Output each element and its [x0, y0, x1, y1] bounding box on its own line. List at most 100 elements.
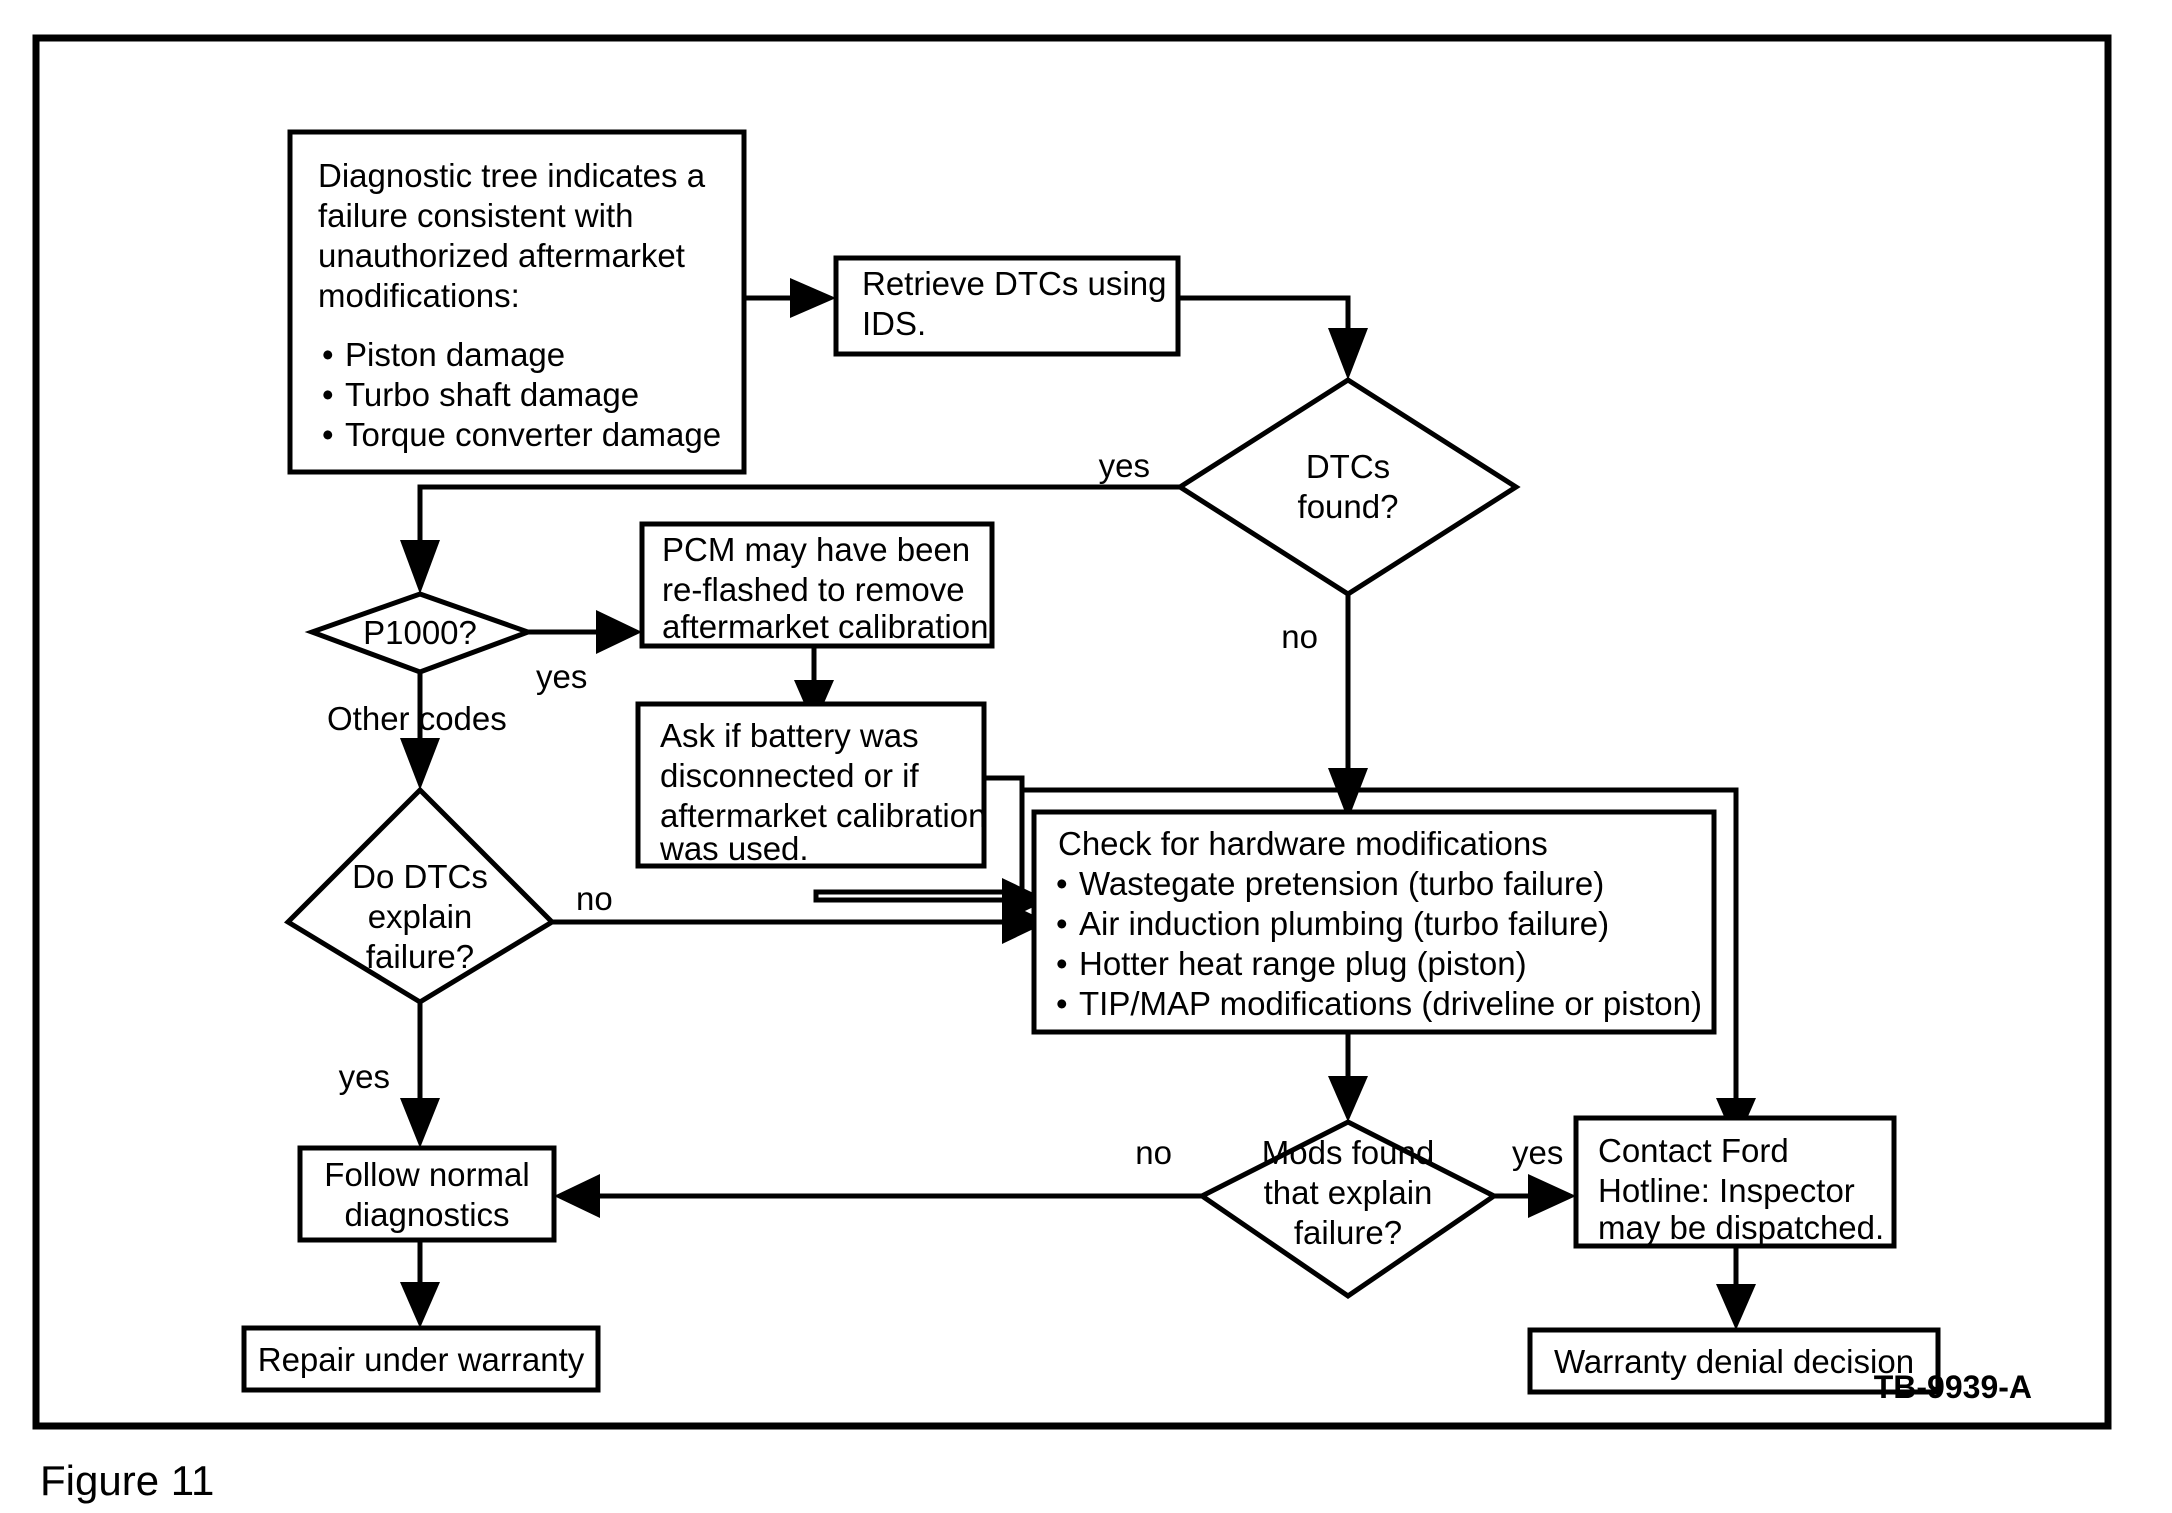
- node-repair-warranty-line-0: Repair under warranty: [258, 1341, 585, 1378]
- edge-bracket-to-contactford: [1022, 787, 1739, 1098]
- node-ask-battery[interactable]: Ask if battery was disconnected or if af…: [635, 701, 987, 869]
- node-mods-found-diamond[interactable]: [1197, 1119, 1499, 1300]
- arrowhead-dtcsfound-no-to-check: [1328, 768, 1368, 820]
- edge-retrieve-to-dtcsfound: [1178, 295, 1351, 328]
- arrowhead-start-to-retrieve: [790, 278, 836, 318]
- node-contact-ford-line-2: may be dispatched.: [1598, 1209, 1884, 1246]
- node-contact-ford-line-1: Hotline: Inspector: [1598, 1172, 1855, 1209]
- node-pcm-reflashed-line-0: PCM may have been: [662, 531, 970, 568]
- node-check-hardware-bullet-0: Wastegate pretension (turbo failure): [1079, 865, 1604, 902]
- node-check-hardware-bullet-3: TIP/MAP modifications (driveline or pist…: [1079, 985, 1702, 1022]
- node-pcm-reflashed-line-2: aftermarket calibration: [662, 608, 988, 645]
- node-repair-warranty[interactable]: Repair under warranty: [241, 1325, 601, 1393]
- node-retrieve-dtcs-line-1: IDS.: [862, 305, 926, 342]
- node-contact-ford-line-0: Contact Ford: [1598, 1132, 1789, 1169]
- node-pcm-reflashed[interactable]: PCM may have been re-flashed to remove a…: [639, 521, 995, 649]
- node-check-hardware-box[interactable]: [1031, 809, 1717, 1035]
- figure-code-label: TB-9939-A: [1874, 1369, 2032, 1405]
- node-follow-normal-line-1: diagnostics: [344, 1196, 509, 1233]
- connector-layer: [400, 278, 1756, 1330]
- arrowhead-dodtcs-yes-to-follow: [400, 1098, 440, 1148]
- node-start-bullet-2: Torque converter damage: [345, 416, 721, 453]
- node-start-heading-line-0: Diagnostic tree indicates a: [318, 157, 706, 194]
- edge-askbattery-to-check: [813, 775, 1025, 903]
- node-start-heading-line-3: modifications:: [318, 277, 520, 314]
- node-retrieve-dtcs-box[interactable]: [833, 255, 1181, 357]
- node-ask-battery-line-3: was used.: [659, 830, 809, 867]
- node-start-bullet-1-marker: •: [322, 376, 334, 413]
- node-check-hardware-bullet-3-marker: •: [1056, 985, 1068, 1022]
- node-do-dtcs-explain-line-1: explain: [368, 898, 473, 935]
- node-dtcs-found-line-1: found?: [1298, 488, 1399, 525]
- arrowhead-modsfound-yes-to-contactford: [1528, 1174, 1576, 1218]
- edge-label-p1000-other: Other codes: [327, 700, 507, 737]
- node-dtcs-found[interactable]: DTCs found?: [1175, 377, 1521, 597]
- figure-border: [32, 34, 2112, 1430]
- arrowhead-check-to-modsfound: [1328, 1076, 1368, 1122]
- node-follow-normal[interactable]: Follow normal diagnostics: [297, 1145, 557, 1243]
- node-start[interactable]: Diagnostic tree indicates a failure cons…: [287, 129, 747, 475]
- edge-label-do-dtcs-yes: yes: [339, 1058, 390, 1095]
- node-check-hardware[interactable]: Check for hardware modifications • Waste…: [1031, 809, 1717, 1035]
- node-contact-ford[interactable]: Contact Ford Hotline: Inspector may be d…: [1573, 1115, 1897, 1249]
- node-pcm-reflashed-box[interactable]: [639, 521, 995, 649]
- node-repair-warranty-box[interactable]: [241, 1325, 601, 1393]
- edge-label-dtcs-found-no: no: [1281, 618, 1318, 655]
- node-retrieve-dtcs-line-0: Retrieve DTCs using: [862, 265, 1166, 302]
- node-start-box[interactable]: [287, 129, 747, 475]
- arrowhead-contactford-to-denial: [1716, 1284, 1756, 1330]
- node-start-bullet-0-marker: •: [322, 336, 334, 373]
- node-mods-found-line-2: failure?: [1294, 1214, 1402, 1251]
- node-do-dtcs-explain-line-0: Do DTCs: [352, 858, 488, 895]
- node-start-heading-line-2: unauthorized aftermarket: [318, 237, 685, 274]
- node-start-bullet-2-marker: •: [322, 416, 334, 453]
- node-do-dtcs-explain-diamond[interactable]: [283, 786, 557, 1005]
- node-mods-found-line-0: Mods found: [1262, 1134, 1434, 1171]
- node-warranty-denial-box[interactable]: [1527, 1327, 1941, 1395]
- node-start-heading-line-1: failure consistent with: [318, 197, 633, 234]
- node-do-dtcs-explain-line-2: failure?: [366, 938, 474, 975]
- node-dtcs-found-line-0: DTCs: [1306, 448, 1390, 485]
- node-warranty-denial[interactable]: Warranty denial decision: [1527, 1327, 1941, 1395]
- node-check-hardware-bullet-2-marker: •: [1056, 945, 1068, 982]
- node-p1000-line-0: P1000?: [363, 614, 477, 651]
- node-contact-ford-box[interactable]: [1573, 1115, 1897, 1249]
- node-ask-battery-box[interactable]: [635, 701, 987, 869]
- node-follow-normal-line-0: Follow normal: [324, 1156, 529, 1193]
- node-check-hardware-bullet-1: Air induction plumbing (turbo failure): [1079, 905, 1609, 942]
- node-check-hardware-bullet-1-marker: •: [1056, 905, 1068, 942]
- arrowhead-p1000-yes-to-pcm: [596, 610, 642, 654]
- edge-label-mods-found-yes: yes: [1512, 1134, 1563, 1171]
- node-ask-battery-line-0: Ask if battery was: [660, 717, 919, 754]
- arrowhead-dodtcs-no-to-check: [1002, 900, 1048, 944]
- node-start-bullet-0: Piston damage: [345, 336, 565, 373]
- node-warranty-denial-line-0: Warranty denial decision: [1554, 1343, 1914, 1380]
- node-dtcs-found-diamond[interactable]: [1175, 377, 1521, 597]
- node-start-bullet-1: Turbo shaft damage: [345, 376, 639, 413]
- edge-dtcsfound-yes-to-p1000: [417, 484, 1180, 540]
- figure-caption: Figure 11: [40, 1457, 214, 1504]
- edge-label-do-dtcs-no: no: [576, 880, 613, 917]
- arrowhead-modsfound-no-to-follow: [554, 1174, 600, 1218]
- node-ask-battery-line-2: aftermarket calibration: [660, 797, 986, 834]
- node-check-hardware-bullet-0-marker: •: [1056, 865, 1068, 902]
- node-follow-normal-box[interactable]: [297, 1145, 557, 1243]
- node-pcm-reflashed-line-1: re-flashed to remove: [662, 571, 965, 608]
- node-do-dtcs-explain[interactable]: Do DTCs explain failure?: [283, 786, 557, 1005]
- node-p1000[interactable]: P1000?: [304, 591, 536, 675]
- arrowhead-retrieve-to-dtcsfound: [1328, 328, 1368, 380]
- node-p1000-diamond[interactable]: [304, 591, 536, 675]
- edge-label-p1000-yes: yes: [536, 658, 587, 695]
- arrowhead-dtcsfound-yes-to-p1000: [400, 540, 440, 594]
- edge-label-mods-found-no: no: [1135, 1134, 1172, 1171]
- edge-label-dtcs-found-yes: yes: [1099, 447, 1150, 484]
- node-mods-found[interactable]: Mods found that explain failure?: [1197, 1119, 1499, 1300]
- node-ask-battery-line-1: disconnected or if: [660, 757, 919, 794]
- arrowhead-p1000-other-to-dodtcs: [400, 738, 440, 790]
- arrowhead-follow-to-repair: [400, 1282, 440, 1328]
- node-mods-found-line-1: that explain: [1264, 1174, 1433, 1211]
- node-check-hardware-heading: Check for hardware modifications: [1058, 825, 1548, 862]
- node-retrieve-dtcs[interactable]: Retrieve DTCs using IDS.: [833, 255, 1181, 357]
